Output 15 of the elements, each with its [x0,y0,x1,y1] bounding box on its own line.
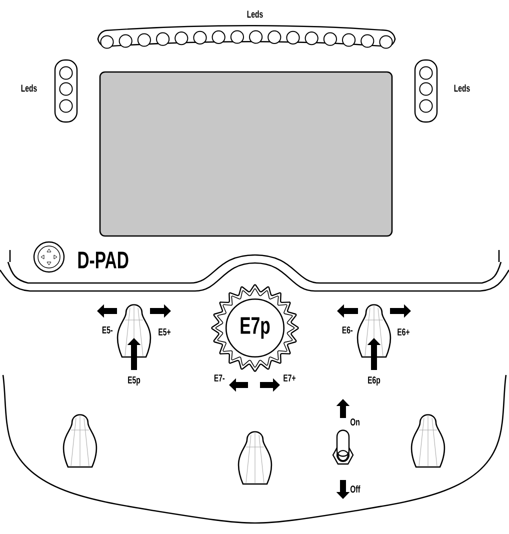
part-label: E6p [368,376,380,386]
part-label: On [350,418,360,426]
part-label: Leds [454,84,470,92]
part-label: E7- [214,374,225,382]
part-label: Leds [21,84,37,92]
part-label: E5p [128,376,140,386]
part-label: E7+ [284,374,296,382]
part-label: E5+ [158,328,170,336]
part-label: E6- [342,326,353,334]
part-label: E5- [102,326,113,334]
part-label: E6+ [398,328,410,336]
part-label: D-PAD [78,252,128,268]
part-label: Off [350,485,360,493]
part-label: Leds [247,10,263,18]
encoder-label: E7p [225,298,285,358]
